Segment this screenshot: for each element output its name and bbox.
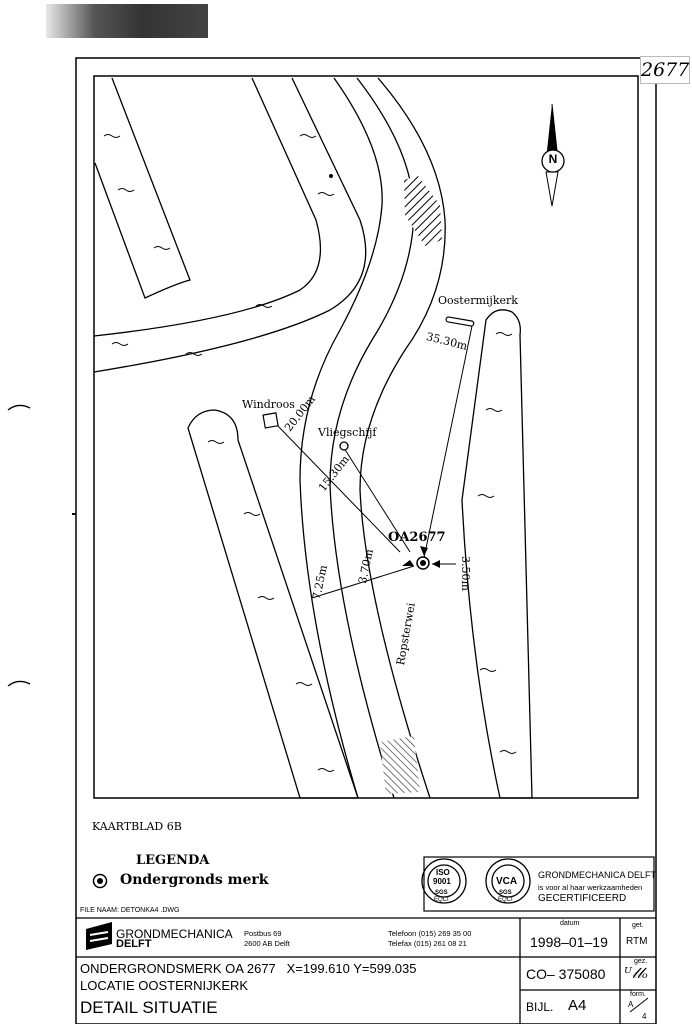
gez-label: gez. xyxy=(634,958,648,965)
cert-company: GRONDMECHANICA DELFT xyxy=(538,870,657,880)
form-value-bottom: 4 xyxy=(642,1012,647,1021)
title-row1: ONDERGRONDSMERK OA 2677 X=199.610 Y=599.… xyxy=(80,961,417,976)
cert-line3: GECERTIFICEERD xyxy=(538,893,627,904)
map-content xyxy=(93,77,533,799)
co-number: CO– 375080 xyxy=(526,966,606,982)
form-label: form. xyxy=(630,991,646,998)
iso-label: ISO xyxy=(436,868,450,877)
oostermijkerk-symbol xyxy=(445,316,475,327)
title-row3: DETAIL SITUATIE xyxy=(80,998,218,1017)
vca-seal-icon xyxy=(485,858,531,904)
postcode: 2600 AB Delft xyxy=(244,939,290,948)
iso-seal-icon xyxy=(421,858,467,904)
gez-signature: ᵁ𝓁𝓁ₒ xyxy=(624,964,648,982)
vca-label: VCA xyxy=(496,876,518,887)
hatch-area-bottom xyxy=(380,736,420,794)
get-label: get. xyxy=(632,922,644,929)
main-road-right xyxy=(359,77,446,799)
label-windroos: Windroos xyxy=(242,398,295,411)
underground-marker-icon xyxy=(416,556,430,570)
bijl-label: BIJL. xyxy=(526,1000,554,1014)
datum-label: datum xyxy=(560,920,580,927)
hatch-area-top xyxy=(404,176,442,246)
company-name-line1: GRONDMECHANICA xyxy=(116,927,233,941)
form-value-top: A xyxy=(628,1000,634,1009)
strip-lower-left xyxy=(187,409,359,799)
strip-right xyxy=(461,309,533,799)
north-arrow-icon xyxy=(541,103,565,207)
legend-title: LEGENDA xyxy=(136,853,210,868)
label-oostermijkerk: Oostermijkerk xyxy=(438,294,518,307)
gm-logo-icon xyxy=(86,922,112,950)
certification-box xyxy=(423,856,655,912)
measure-lines xyxy=(275,325,473,599)
sheet-number: 2677 xyxy=(640,56,690,84)
vliegschijf-symbol xyxy=(339,441,349,451)
iso-sgs: SGS xyxy=(435,890,448,896)
map-frame xyxy=(93,75,639,799)
title-row2: LOCATIE OOSTERNIJKERK xyxy=(80,978,249,993)
windroos-symbol xyxy=(262,412,279,429)
cert-line2: is voor al haar werkzaamheden xyxy=(538,883,643,892)
title-block-grid xyxy=(76,917,656,1024)
file-name: FILE NAAM: DETONKA4 .DWG xyxy=(80,907,180,914)
curve-road-outer xyxy=(93,77,322,337)
get-value: RTM xyxy=(626,936,648,947)
label-marker: OA2677 xyxy=(388,530,446,545)
main-road-left xyxy=(299,77,383,799)
north-label: N xyxy=(548,152,558,166)
postbus: Postbus 69 xyxy=(244,929,282,938)
scan-header-strip xyxy=(46,4,208,38)
company-name-line2: DELFT xyxy=(116,938,152,950)
telefoon: Telefoon (015) 269 35 00 xyxy=(388,929,472,938)
bijl-value: A4 xyxy=(568,997,587,1014)
telefax: Telefax (015) 261 08 21 xyxy=(388,939,467,948)
terrain-marks xyxy=(103,134,517,772)
iso-number: 9001 xyxy=(433,877,451,886)
vca-sgs: SGS xyxy=(499,890,512,896)
legend-marker-icon xyxy=(92,873,108,889)
datum-value: 1998–01–19 xyxy=(530,934,608,950)
dist-right-road: 3.50m xyxy=(459,556,472,591)
vca-eqci: EQCI xyxy=(498,897,513,903)
legend-item-label: Ondergronds merk xyxy=(120,872,269,888)
outer-frame xyxy=(75,57,657,1024)
iso-eqci: EQCI xyxy=(434,897,449,903)
label-vliegschijf: Vliegschijf xyxy=(318,426,377,439)
kaartblad-label: KAARTBLAD 6B xyxy=(92,820,182,833)
curve-road-inner xyxy=(93,77,367,373)
strip-top-left xyxy=(94,77,191,299)
